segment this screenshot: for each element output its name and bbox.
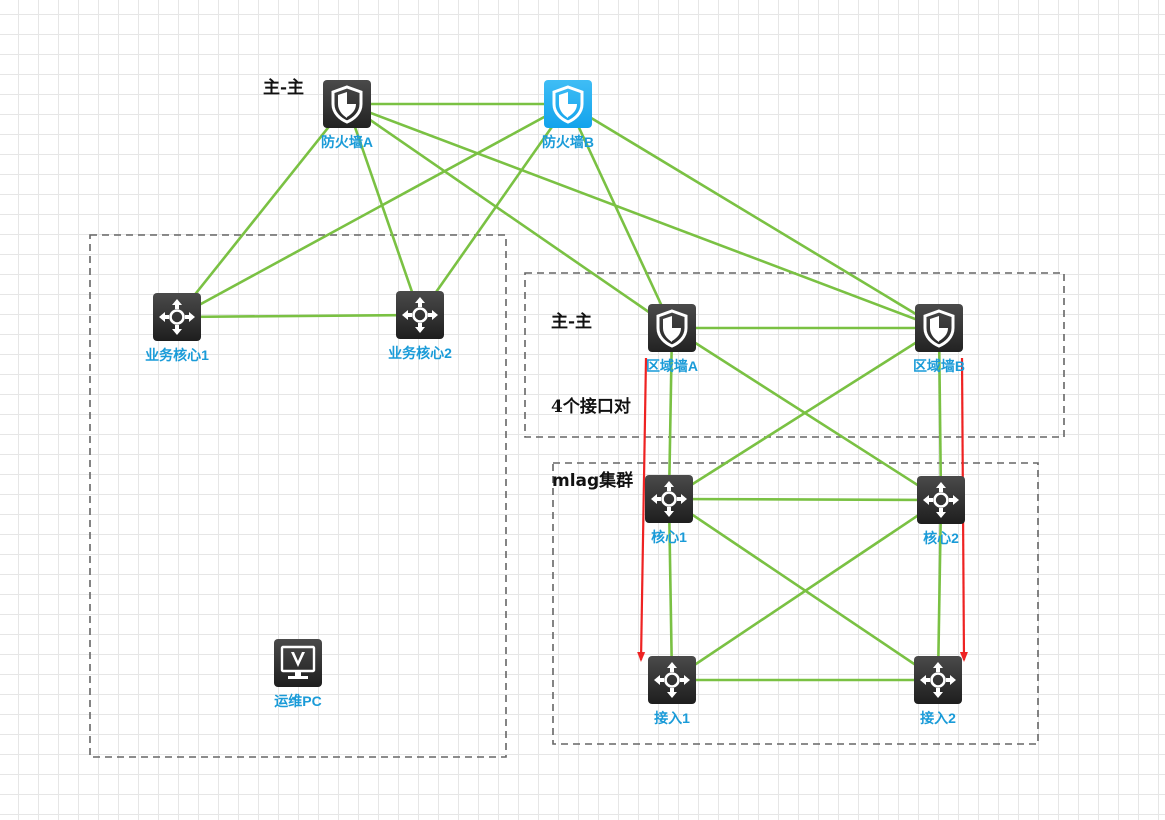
link-zA-c2 [671,326,942,502]
link-fwB-zA [566,103,674,329]
access-2-label: 接入2 [920,710,956,726]
link-fwA-bc1 [175,103,349,318]
firewall-b[interactable]: 防火墙B [542,79,594,150]
zone-firewall-b-label: 区域墙B [912,358,966,374]
link-fwB-bc1 [176,102,569,319]
arrow-zA-a1 [637,357,648,662]
mlag-cluster-boundary [552,462,1039,745]
link-c1-a2 [668,497,939,682]
link-fwB-zB [567,102,940,330]
core-1[interactable]: 核心1 [644,474,694,545]
zone-firewall-b[interactable]: 区域墙B [913,303,965,374]
firewall-icon [915,304,963,352]
switch-icon [645,475,693,523]
port-pairs-note: 4个接口对 [551,397,631,417]
zone-mode-note: 主-主 [551,312,593,332]
firewall-icon [544,80,592,128]
business-zone-boundary [89,234,507,758]
link-c1-a1 [667,498,674,681]
zone-firewall-a[interactable]: 区域墙A [646,303,698,374]
link-fwA-zB [346,102,940,330]
ops-pc-label: 运维PC [274,693,322,709]
core-2-label: 核心2 [923,530,959,546]
switch-icon [396,291,444,339]
firewall-icon [648,304,696,352]
firewall-a[interactable]: 防火墙A [321,79,373,150]
access-1-label: 接入1 [654,710,690,726]
business-core-2-label: 业务核心2 [388,345,452,361]
firewall-a-label: 防火墙A [320,134,374,150]
monitor-icon [274,639,322,687]
business-core-1[interactable]: 业务核心1 [145,292,209,363]
access-1[interactable]: 接入1 [647,655,697,726]
mlag-cluster-note: mlag集群 [552,471,634,491]
switch-icon [648,656,696,704]
firewall-b-label: 防火墙B [541,134,595,150]
link-c1-c2 [668,497,942,502]
firewall-icon [323,80,371,128]
firewall-mode-note: 主-主 [263,78,305,98]
business-core-1-label: 业务核心1 [145,347,209,363]
link-fwA-zA [346,102,673,330]
link-zB-c1 [668,326,940,501]
link-zA-c1 [667,327,674,500]
switch-icon [153,293,201,341]
switch-icon [914,656,962,704]
link-c2-a1 [671,498,942,682]
core-1-label: 核心1 [651,529,687,545]
zone-firewall-a-label: 区域墙A [645,358,699,374]
link-bc1-bc2 [176,313,421,319]
link-c2-a2 [936,499,943,681]
core-2[interactable]: 核心2 [916,475,966,546]
link-zB-c2 [937,327,943,501]
link-fwA-bc2 [345,103,422,316]
access-2[interactable]: 接入2 [913,655,963,726]
business-core-2[interactable]: 业务核心2 [388,290,452,361]
switch-icon [917,476,965,524]
ops-pc[interactable]: 运维PC [273,638,323,709]
link-fwB-bc2 [418,103,570,316]
